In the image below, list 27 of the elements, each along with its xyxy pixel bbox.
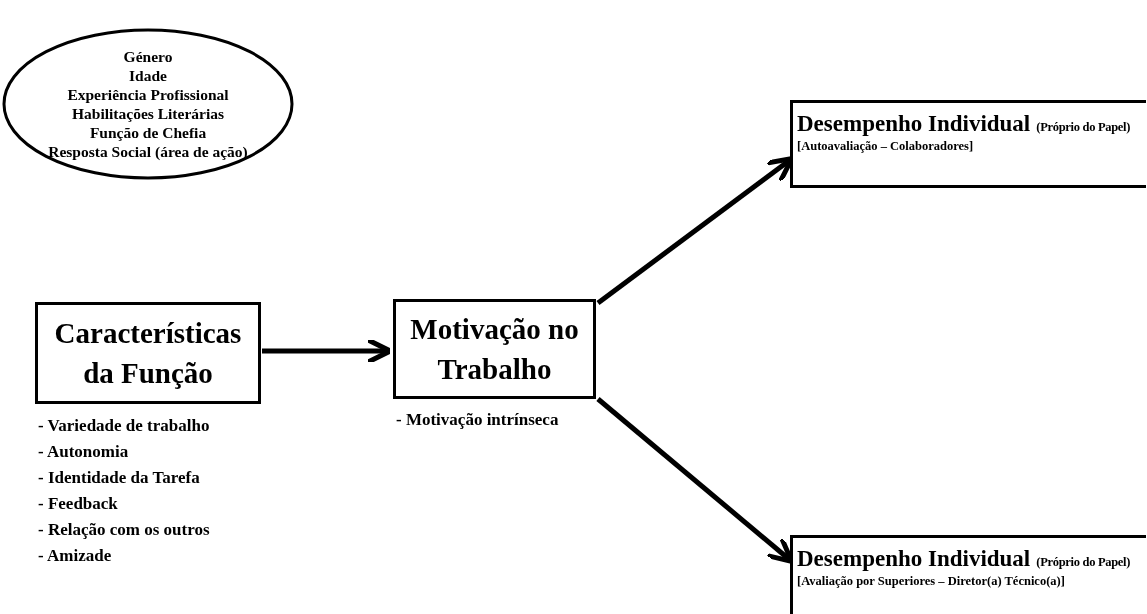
outcome-box	[790, 535, 1146, 614]
attribute-text: Idade	[128, 66, 168, 85]
list-item: - Identidade da Tarefa	[38, 467, 201, 489]
box-subtitle: (Próprio do Papel)	[1036, 555, 1131, 569]
outcome-box	[790, 100, 1146, 188]
attribute-text: Género	[122, 47, 174, 66]
box-title: Desempenho Individual	[797, 111, 1031, 136]
list-item: - Variedade de trabalho	[38, 415, 210, 437]
concept-box	[35, 302, 261, 404]
list-item: - Motivação intrínseca	[396, 409, 559, 431]
box-title: Características da Função	[53, 316, 243, 391]
attribute-text: Experiência Profissional	[66, 85, 230, 104]
ellipse-node	[2, 28, 294, 180]
box-subtitle: (Próprio do Papel)	[1036, 120, 1131, 134]
box-note: [Avaliação por Superiores – Diretor(a) Técnico(a)]	[797, 574, 1066, 589]
attribute-text: Função de Chefia	[88, 123, 208, 142]
list-item: - Amizade	[38, 545, 113, 567]
list-item: - Autonomia	[38, 441, 130, 463]
box-title: Motivação no Trabalho	[409, 312, 580, 387]
list-item: - Relação com os outros	[38, 519, 210, 541]
box-title: Desempenho Individual	[797, 546, 1031, 571]
attribute-text: Habilitações Literárias	[71, 104, 225, 123]
concept-box	[393, 299, 596, 399]
arrow	[262, 337, 393, 365]
attribute-text: Resposta Social (área de ação)	[47, 142, 249, 161]
list-item: - Feedback	[38, 493, 119, 515]
box-note: [Autoavaliação – Colaboradores]	[797, 139, 975, 154]
